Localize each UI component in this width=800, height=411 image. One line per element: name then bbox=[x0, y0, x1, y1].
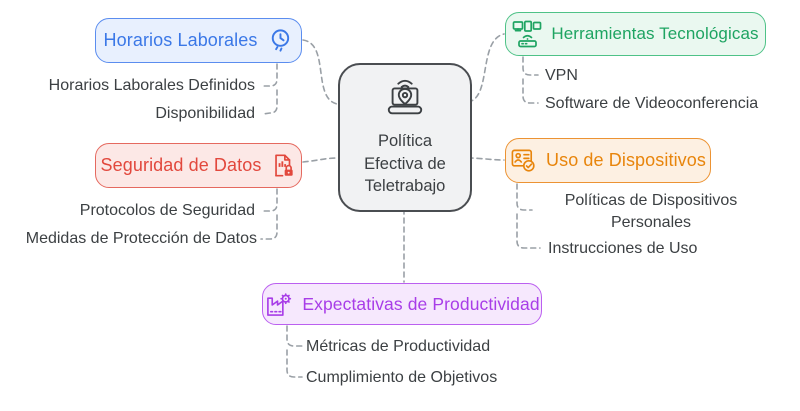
devices-icon bbox=[512, 20, 542, 48]
sub-item-protocolos-seguridad: Protocolos de Seguridad bbox=[79, 202, 255, 219]
secure-document-icon bbox=[270, 152, 296, 179]
clock-icon bbox=[266, 27, 293, 54]
branch-node-horarios-laborales: Horarios Laborales bbox=[95, 18, 302, 63]
sub-item-software-videoconferencia: Software de Videoconferencia bbox=[545, 95, 759, 112]
branch-node-seguridad-de-datos: Seguridad de Datos bbox=[95, 143, 302, 188]
factory-gear-icon bbox=[264, 291, 293, 318]
branch-node-expectativas-de-productividad: Expectativas de Productividad bbox=[262, 283, 542, 325]
branch-label-herramientas-tecnologicas: Herramientas Tecnológicas bbox=[551, 24, 759, 43]
sub-item-cumplimiento-objetivos: Cumplimiento de Objetivos bbox=[306, 369, 498, 386]
branch-node-herramientas-tecnologicas: Herramientas Tecnológicas bbox=[505, 12, 766, 56]
sub-item-medidas-proteccion: Medidas de Protección de Datos bbox=[25, 230, 257, 247]
center-node-label: Política Efectiva de Teletrabajo bbox=[364, 131, 446, 196]
branch-label-expectativas-de-productividad: Expectativas de Productividad bbox=[302, 293, 540, 314]
branch-label-horarios-laborales: Horarios Laborales bbox=[103, 30, 258, 50]
sub-item-horarios-definidos: Horarios Laborales Definidos bbox=[48, 77, 255, 94]
branch-node-uso-de-dispositivos: Uso de Dispositivos bbox=[505, 138, 711, 183]
center-node: Política Efectiva de Teletrabajo bbox=[338, 63, 472, 212]
branch-label-seguridad-de-datos: Seguridad de Datos bbox=[100, 155, 262, 175]
id-card-check-icon bbox=[510, 147, 537, 174]
sub-item-disponibilidad: Disponibilidad bbox=[155, 105, 255, 122]
laptop-location-pin-icon bbox=[378, 77, 432, 124]
sub-item-instrucciones-uso: Instrucciones de Uso bbox=[548, 240, 698, 257]
sub-item-metricas-productividad: Métricas de Productividad bbox=[306, 338, 491, 355]
branch-label-uso-de-dispositivos: Uso de Dispositivos bbox=[546, 150, 706, 170]
sub-item-politicas-dispositivos: Políticas de Dispositivos Personales bbox=[564, 192, 738, 231]
sub-item-vpn: VPN bbox=[545, 67, 578, 84]
